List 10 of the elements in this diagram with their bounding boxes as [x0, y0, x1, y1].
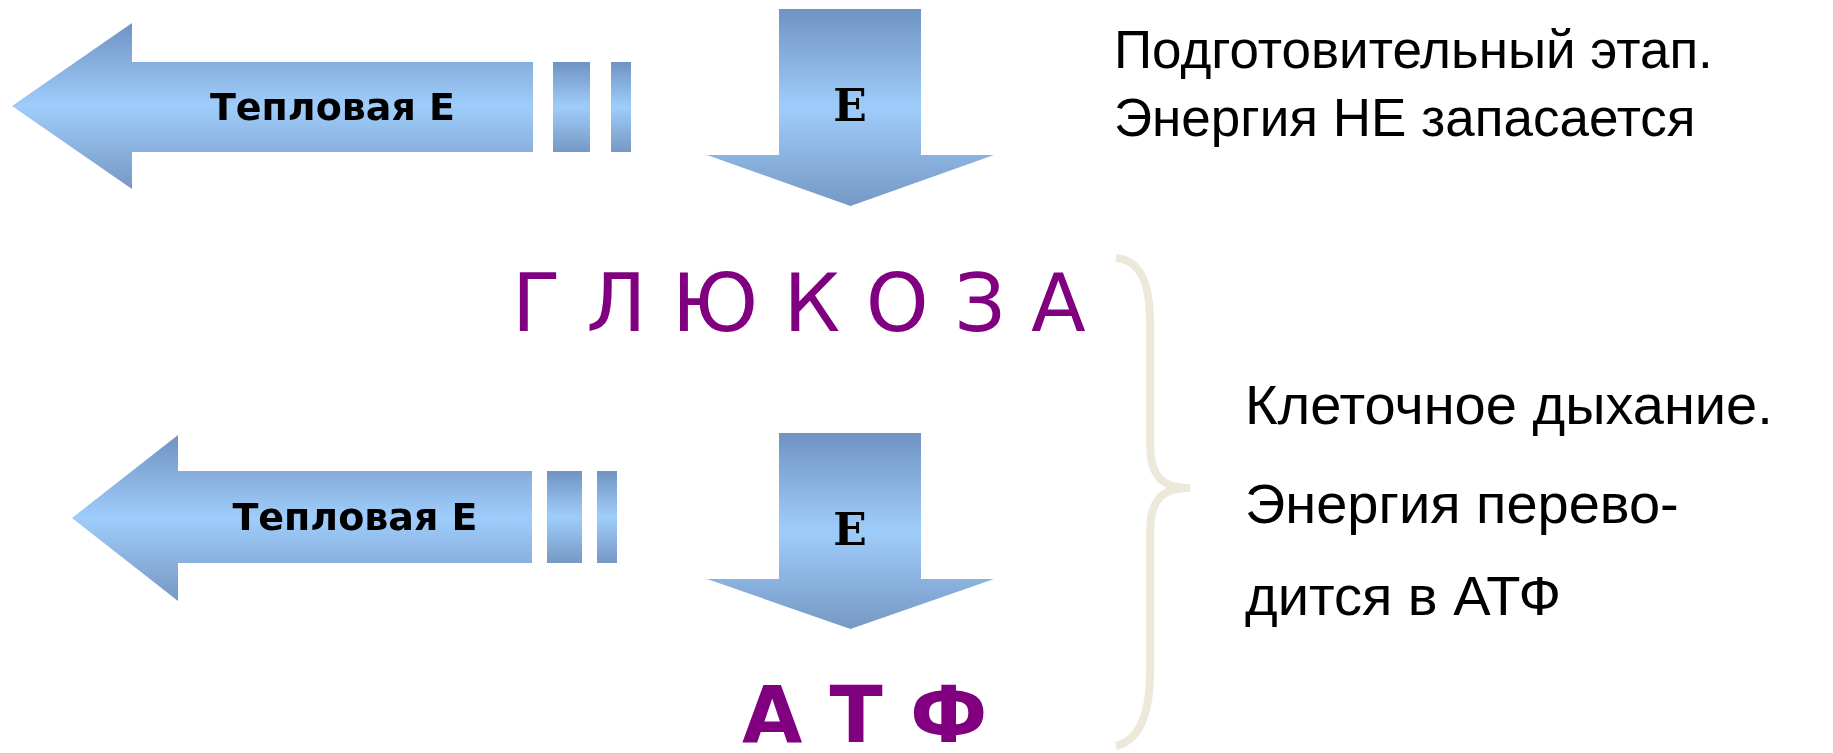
stage-note: Энергия НЕ запасается: [1114, 87, 1696, 149]
stage-note: Подготовительный этап.: [1114, 19, 1713, 81]
arrow-label: Е: [832, 503, 868, 557]
substance-label: Г Л Ю К О З А: [512, 258, 1086, 350]
arrow-label: Тепловая Е: [208, 83, 457, 131]
stage-note: Клеточное дыхание.: [1245, 372, 1773, 438]
stage-note: Энергия перево-дится в АТФ: [1245, 471, 1680, 629]
arrow-label: Е: [832, 79, 868, 133]
substance-label: А Т Ф: [742, 670, 988, 753]
arrow-label: Тепловая Е: [231, 493, 479, 541]
